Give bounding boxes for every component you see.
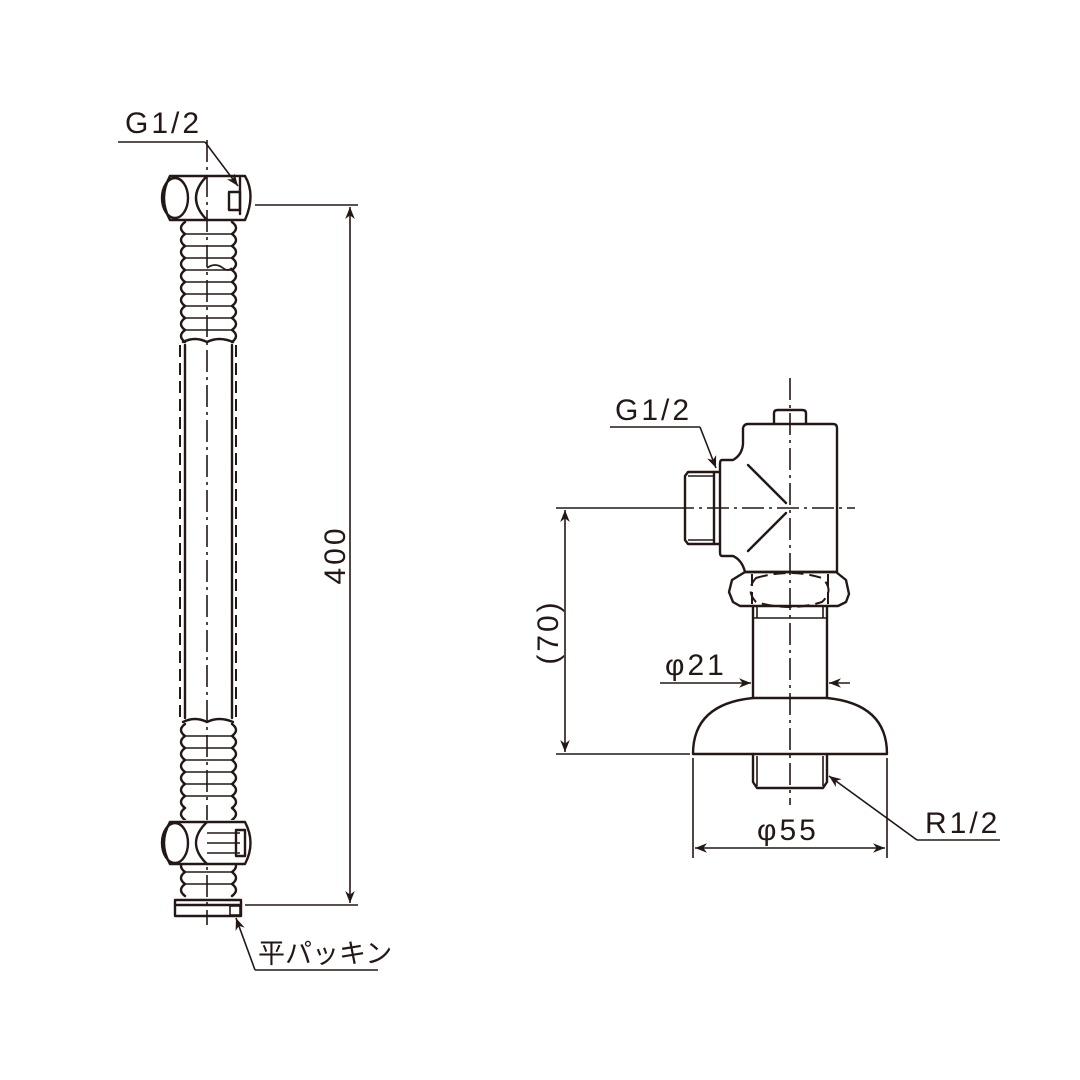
stem-diameter-label: φ21 <box>665 649 727 682</box>
flange-diameter-label: φ55 <box>757 814 819 847</box>
outlet-thread-callout: R1/2 <box>828 775 1000 841</box>
valve-stem <box>751 604 829 700</box>
flange-diameter-dimension: φ55 <box>692 758 888 858</box>
hose-length-label: 400 <box>319 525 352 584</box>
gasket-label: 平パッキン <box>258 939 392 970</box>
outlet-thread-label: R1/2 <box>925 807 1000 840</box>
hose-corrugation-upper <box>179 220 238 344</box>
valve-x-mark <box>746 511 788 553</box>
inlet-thread-label: G1/2 <box>615 394 692 427</box>
valve-height-dimension: (70) <box>532 507 690 755</box>
hose-bottom-nut <box>160 820 252 866</box>
valve-height-label: (70) <box>532 599 565 664</box>
hose-view: 400 G1/2 平パッキン <box>118 107 392 971</box>
hose-corrugation-lower <box>179 722 238 898</box>
valve-inlet-thread <box>683 470 722 546</box>
valve-flange <box>691 696 889 756</box>
hose-top-nut <box>160 174 252 222</box>
hose-thread-label: G1/2 <box>125 107 202 140</box>
inlet-thread-callout: G1/2 <box>610 394 717 469</box>
valve-body <box>718 422 839 574</box>
hose-thread-callout: G1/2 <box>118 107 239 187</box>
valve-view: (70) φ21 φ55 R1/2 G1/2 <box>532 378 1000 858</box>
gasket-callout: 平パッキン <box>235 917 392 971</box>
hose-hidden-section <box>179 343 237 724</box>
valve-outlet-thread <box>751 752 829 790</box>
valve-x-mark <box>746 463 788 505</box>
valve-spindle-cap <box>772 408 808 426</box>
valve-hex-nut <box>727 570 851 608</box>
stem-diameter-dimension: φ21 <box>660 649 850 688</box>
hose-length-dimension: 400 <box>245 204 358 906</box>
hose-gasket <box>173 898 243 918</box>
